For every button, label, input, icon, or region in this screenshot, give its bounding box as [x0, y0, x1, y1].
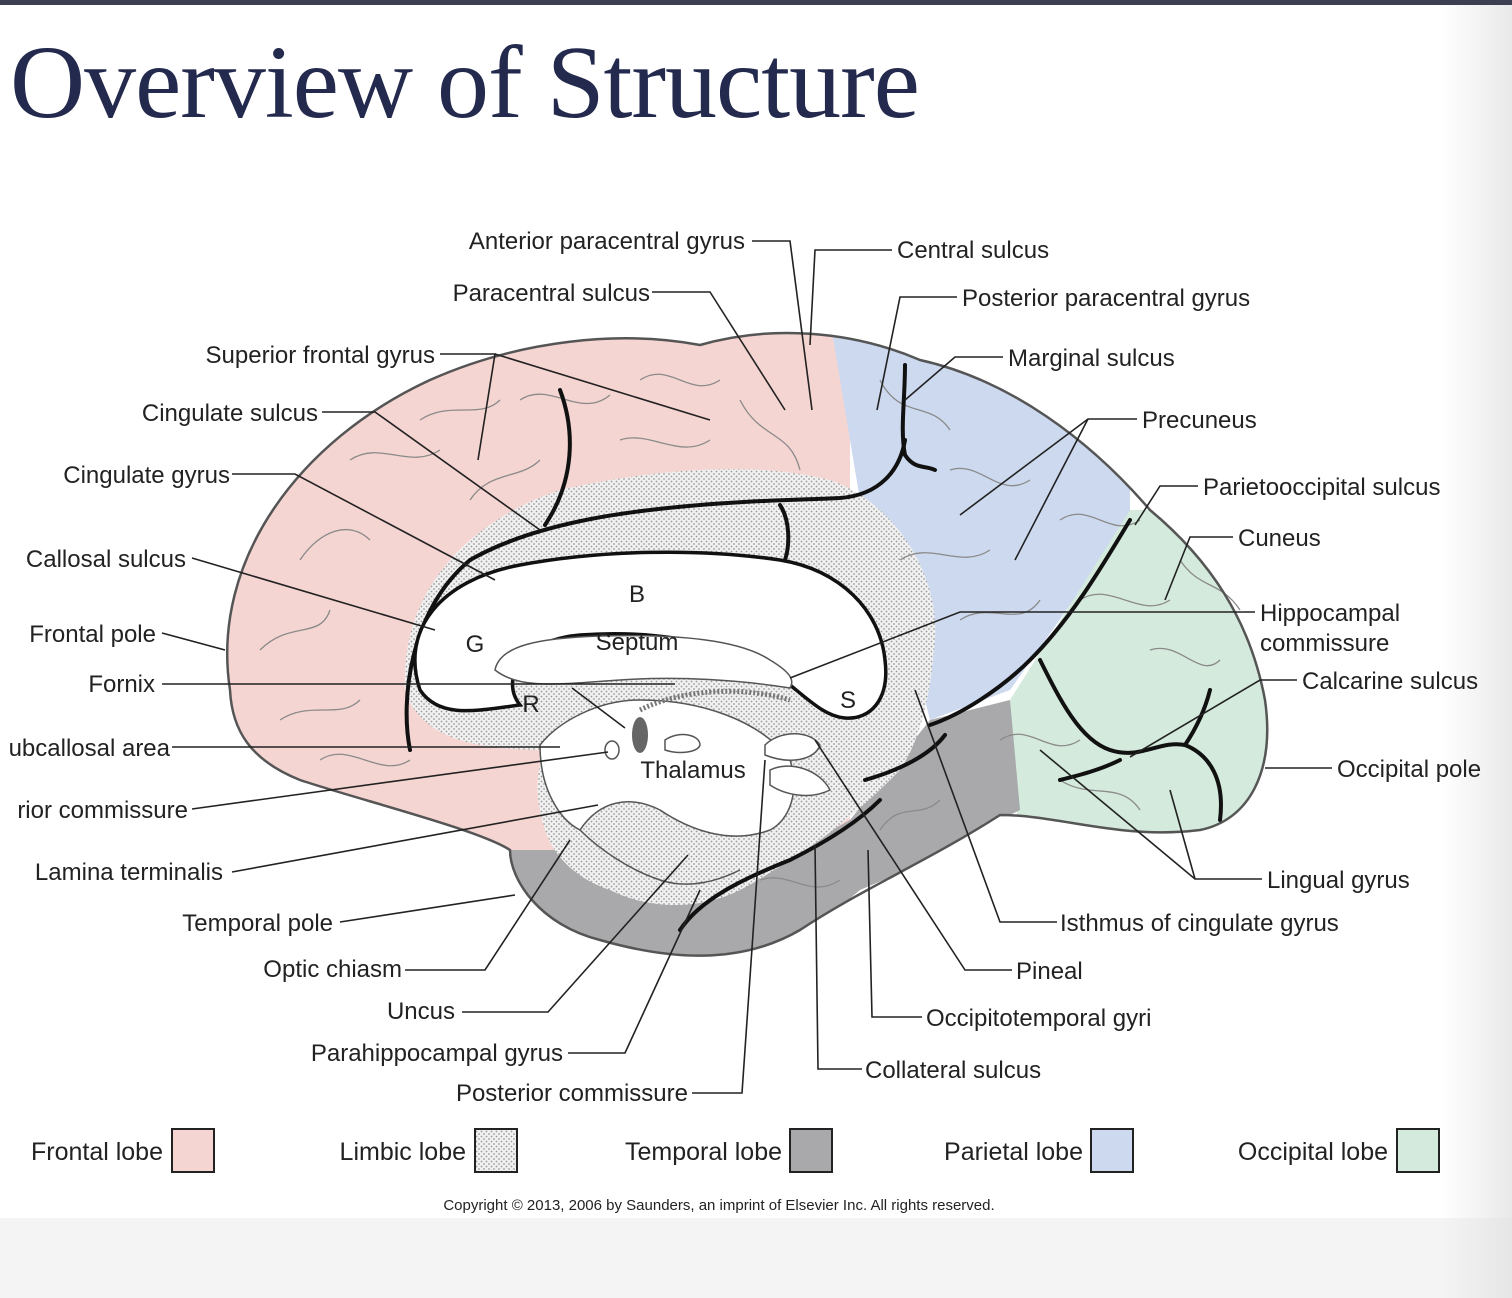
legend-swatch-limbic	[474, 1128, 518, 1173]
label-subcallosal-area: ubcallosal area	[9, 735, 171, 762]
label-septum: Septum	[596, 629, 679, 656]
legend-swatch-parietal	[1090, 1128, 1134, 1173]
label-temporal-pole: Temporal pole	[182, 910, 333, 937]
interthalamic-adhesion	[664, 733, 701, 754]
label-hippocampal-commissure-line2: commissure	[1260, 630, 1389, 657]
legend-swatch-temporal	[789, 1128, 833, 1173]
hypothalamus-outline	[579, 829, 741, 885]
leader-lines	[161, 240, 1332, 1094]
legend: Frontal lobe Limbic lobe Temporal lobe P…	[31, 1128, 1440, 1173]
label-r: R	[522, 691, 539, 718]
label-anterior-paracentral-gyrus: Anterior paracentral gyrus	[469, 228, 745, 255]
legend-swatch-frontal	[171, 1128, 215, 1173]
label-occipitotemporal-gyri: Occipitotemporal gyri	[926, 1005, 1151, 1032]
legend-label-temporal: Temporal lobe	[625, 1138, 782, 1166]
bottom-band	[0, 1218, 1512, 1298]
label-marginal-sulcus: Marginal sulcus	[1008, 345, 1175, 372]
label-cingulate-gyrus: Cingulate gyrus	[63, 462, 230, 489]
label-thalamus: Thalamus	[640, 757, 745, 784]
label-uncus: Uncus	[387, 998, 455, 1025]
label-lamina-terminalis: Lamina terminalis	[35, 859, 223, 886]
label-cuneus: Cuneus	[1238, 525, 1321, 552]
lamina-terminalis-oval	[604, 740, 620, 760]
label-anterior-commissure: rior commissure	[17, 797, 188, 824]
label-optic-chiasm: Optic chiasm	[263, 956, 402, 983]
label-parietooccipital-sulcus: Parietooccipital sulcus	[1203, 474, 1440, 501]
label-lingual-gyrus: Lingual gyrus	[1267, 867, 1410, 894]
label-cingulate-sulcus: Cingulate sulcus	[142, 400, 318, 427]
fornix-fibres	[638, 688, 791, 713]
temporal-lobe-region	[480, 700, 1020, 956]
label-isthmus-of-cingulate-gyrus: Isthmus of cingulate gyrus	[1060, 910, 1339, 937]
anterior-commissure-dot	[632, 717, 648, 753]
copyright-notice: Copyright © 2013, 2006 by Saunders, an i…	[443, 1197, 994, 1214]
slide-title: Overview of Structure	[10, 25, 920, 140]
label-paracentral-sulcus: Paracentral sulcus	[453, 280, 650, 307]
legend-swatch-occipital	[1396, 1128, 1440, 1173]
thalamus-region	[539, 699, 795, 837]
label-pineal: Pineal	[1016, 958, 1083, 985]
label-b: B	[629, 581, 645, 608]
legend-label-frontal: Frontal lobe	[31, 1138, 163, 1166]
label-posterior-paracentral-gyrus: Posterior paracentral gyrus	[962, 285, 1250, 312]
brain-outline	[225, 331, 1269, 957]
label-frontal-pole: Frontal pole	[29, 621, 156, 648]
legend-label-parietal: Parietal lobe	[944, 1138, 1083, 1166]
pineal-gland-shape	[764, 733, 821, 761]
septum-region	[494, 634, 793, 689]
label-posterior-commissure: Posterior commissure	[456, 1080, 688, 1107]
label-g: G	[466, 631, 485, 658]
label-fornix: Fornix	[88, 671, 155, 698]
label-calcarine-sulcus: Calcarine sulcus	[1302, 668, 1478, 695]
label-s: S	[840, 687, 856, 714]
right-edge-shadow	[1442, 5, 1512, 1298]
label-collateral-sulcus: Collateral sulcus	[865, 1057, 1041, 1084]
label-central-sulcus: Central sulcus	[897, 237, 1049, 264]
posterior-commissure-shape	[769, 765, 832, 797]
label-occipital-pole: Occipital pole	[1337, 756, 1481, 783]
legend-label-limbic: Limbic lobe	[340, 1138, 466, 1166]
legend-label-occipital: Occipital lobe	[1238, 1138, 1388, 1166]
label-callosal-sulcus: Callosal sulcus	[26, 546, 186, 573]
sulci	[404, 363, 1223, 932]
top-border-bar	[0, 0, 1512, 5]
label-hippocampal-commissure-line1: Hippocampal	[1260, 600, 1400, 627]
label-superior-frontal-gyrus: Superior frontal gyrus	[206, 342, 435, 369]
label-parahippocampal-gyrus: Parahippocampal gyrus	[311, 1040, 563, 1067]
label-precuneus: Precuneus	[1142, 407, 1257, 434]
